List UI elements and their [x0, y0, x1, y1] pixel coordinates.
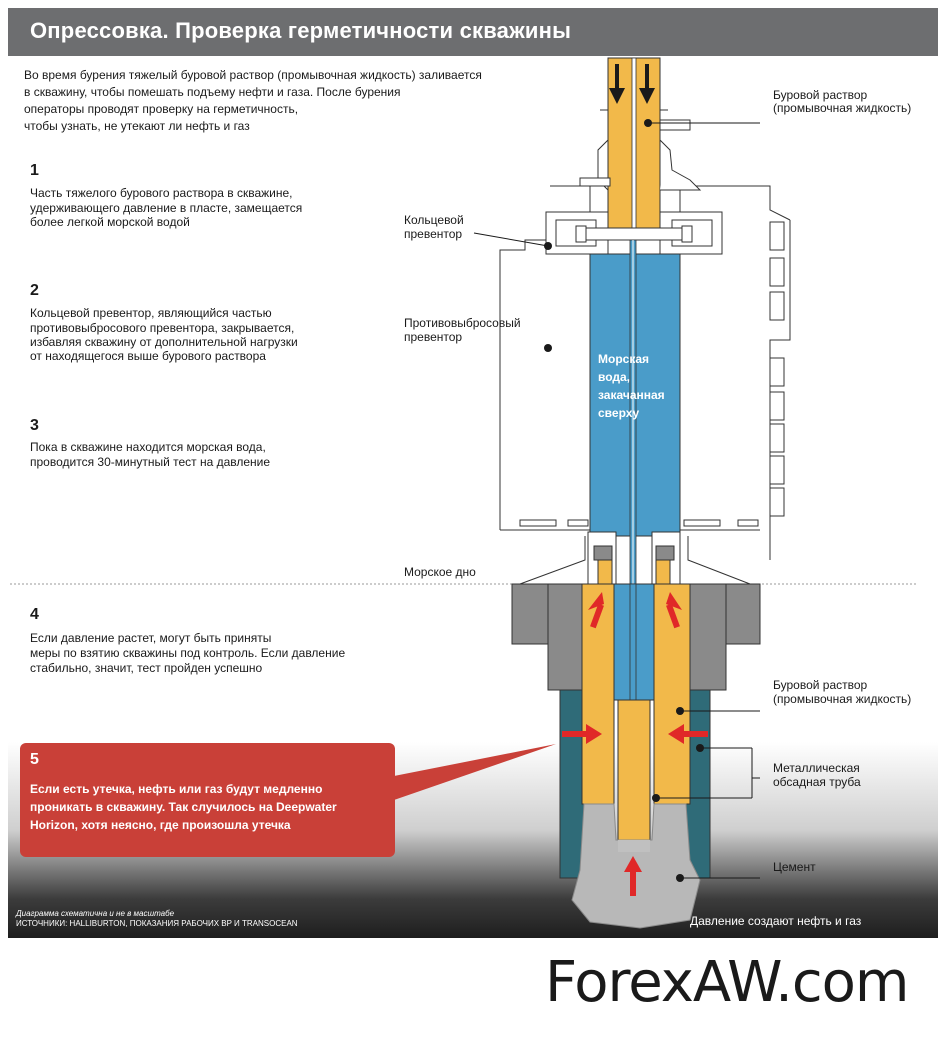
- intro-line-1: Во время бурения тяжелый буровой раствор…: [24, 68, 482, 82]
- pressure-arrow-icon: [562, 592, 708, 896]
- label-casing-1: Металлическая: [773, 761, 860, 775]
- center-pipe-top: [631, 57, 637, 239]
- label-annular-1: Кольцевой: [404, 213, 464, 227]
- step-1-number: 1: [30, 162, 39, 179]
- bop-seals: [587, 531, 681, 585]
- label-seawater-4: сверху: [598, 406, 640, 420]
- step-2-number: 2: [30, 282, 39, 299]
- step-3-line-2: проводится 30-минутный тест на давление: [30, 455, 271, 469]
- leader-lines: [473, 122, 760, 879]
- intro-line-3: операторы проводят проверку на герметичн…: [24, 102, 299, 116]
- wellhead: [511, 583, 761, 691]
- label-seawater-3: закачанная: [598, 388, 665, 402]
- step-5-number: 5: [30, 751, 39, 768]
- step-4-line-3: стабильно, значит, тест пройден успешно: [30, 661, 263, 675]
- step-5-line-3: Horizon, хотя неясно, где произошла утеч…: [30, 818, 291, 832]
- step-2-line-4: от находящегося выше бурового раствора: [30, 349, 266, 363]
- label-mud-bottom-2: (промывочная жидкость): [773, 692, 912, 706]
- header-bar: Опрессовка. Проверка герметичности скваж…: [8, 8, 938, 56]
- down-arrow-icon: [609, 64, 655, 104]
- casing-left: [559, 689, 585, 879]
- page-title: Опрессовка. Проверка герметичности скваж…: [30, 18, 572, 43]
- step-2-line-1: Кольцевой превентор, являющийся частью: [30, 306, 272, 320]
- step-1-line-2: удерживающего давление в пласте, замещае…: [30, 201, 303, 215]
- step-2-line-3: избавляя скважину от дополнительной нагр…: [30, 335, 298, 349]
- pipe-fittings: [579, 109, 702, 192]
- label-seabed: Морское дно: [404, 565, 476, 579]
- footer-sources: ИСТОЧНИКИ: HALLIBURTON, ПОКАЗАНИЯ РАБОЧИ…: [16, 919, 298, 928]
- label-mud-top-2: (промывочная жидкость): [773, 101, 912, 115]
- label-pressure: Давление создают нефть и газ: [690, 914, 862, 928]
- footer-note: Диаграмма схематична и не в масштабе: [16, 909, 175, 918]
- step-5-line-1: Если есть утечка, нефть или газ будут ме…: [30, 782, 323, 796]
- step-3-number: 3: [30, 417, 39, 434]
- label-seawater: Морская вода, закачанная сверху: [598, 350, 682, 422]
- step-4-line-1: Если давление растет, могут быть приняты: [30, 631, 272, 645]
- leader-dots: [544, 119, 704, 882]
- label-annular-2: превентор: [404, 227, 463, 241]
- step-4-line-2: меры по взятию скважины под контроль. Ес…: [30, 646, 346, 660]
- label-casing-2: обсадная труба: [773, 775, 861, 789]
- step-3-line-1: Пока в скважине находится морская вода,: [30, 440, 266, 454]
- label-mud-top-1: Буровой раствор: [773, 88, 868, 102]
- label-mud-bottom-1: Буровой раствор: [773, 678, 868, 692]
- callout-step-5: 5 Если есть утечка, нефть или газ будут …: [20, 743, 395, 857]
- step-1-line-3: более легкой морской водой: [30, 215, 190, 229]
- label-bop-1: Противовыбросовый: [404, 316, 521, 330]
- watermark-text: ForexAW.com: [545, 950, 909, 1015]
- intro-line-4: чтобы узнать, не утекают ли нефть и газ: [24, 119, 250, 133]
- label-seawater-2: вода,: [598, 370, 631, 384]
- label-cement: Цемент: [773, 860, 816, 874]
- annular-preventer: [545, 211, 723, 255]
- label-seawater-1: Морская: [598, 352, 650, 366]
- callout-pointer: [394, 744, 556, 800]
- step-1-line-1: Часть тяжелого бурового раствора в скваж…: [30, 186, 293, 200]
- step-5-text: Если есть утечка, нефть или газ будут ме…: [30, 780, 380, 834]
- drill-pipe-bottom: [617, 699, 651, 841]
- step-2-line-2: противовыбросового превентора, закрывает…: [30, 321, 295, 335]
- intro-line-2: в скважину, чтобы помешать подъему нефти…: [24, 85, 401, 99]
- step-5-line-2: проникать в скважину. Так случилось на D…: [30, 800, 337, 814]
- step-4-number: 4: [30, 606, 39, 623]
- label-bop-2: превентор: [404, 330, 463, 344]
